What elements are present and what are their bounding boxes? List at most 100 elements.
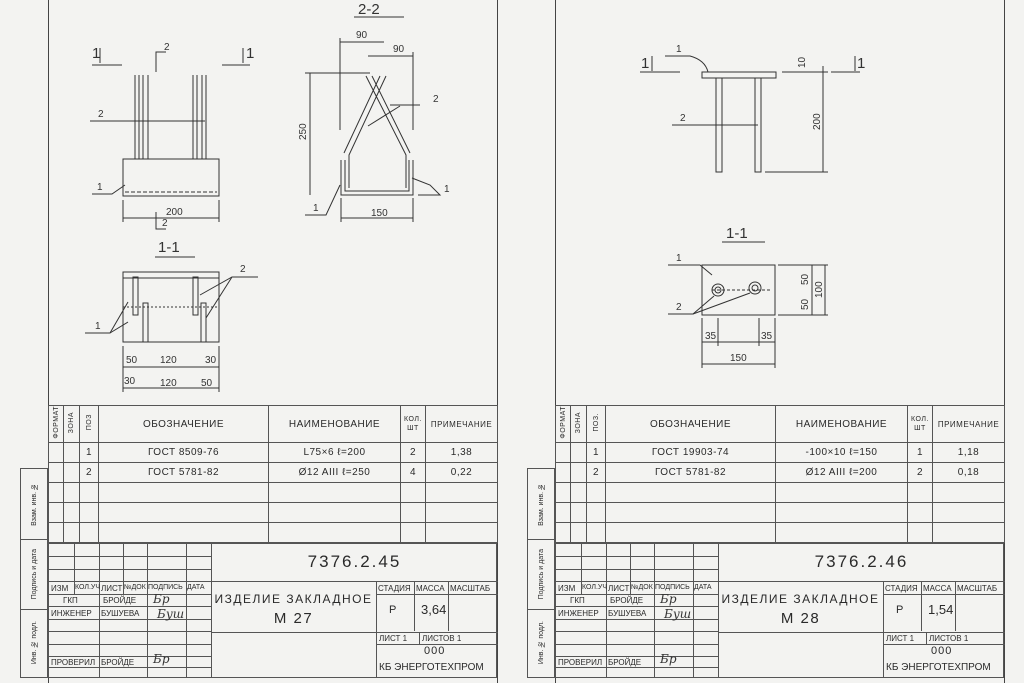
person-name: БУШУЕВА [608, 609, 647, 618]
cell [98, 482, 269, 503]
cell [907, 502, 933, 523]
title-sheet: ФОРМАТ ЗОНА ПОЗ. ОБОЗНАЧЕНИЕ НАИМЕНОВАНИ… [555, 0, 1005, 683]
table-row: 1 ГОСТ 19903-74 -100×10 ℓ=150 1 1,18 [555, 442, 1005, 463]
cell-qty: 1 [907, 442, 933, 463]
product-mark: М 27 [273, 610, 314, 627]
cell-pos: 2 [79, 462, 99, 483]
product-title: ИЗДЕЛИЕ ЗАКЛАДНОЕ [721, 592, 880, 606]
cell [63, 462, 80, 483]
cell [268, 502, 401, 523]
grid-line [606, 544, 607, 678]
pos-label: 1 [95, 321, 101, 332]
grid-line [99, 544, 100, 678]
cell [79, 482, 99, 503]
document-number: 7376.2.46 [814, 552, 909, 571]
role-label: ПРОВЕРИЛ [558, 658, 603, 667]
strip-label: Инв. № подл. [30, 621, 38, 665]
document-number: 7376.2.45 [307, 552, 402, 571]
cell [555, 442, 571, 463]
organization: КБ ЭНЕРГОТЕХПРОМ [886, 662, 991, 673]
grid-line [693, 544, 694, 678]
strip-cell: Взам. инв. № [21, 469, 47, 540]
pos-label: 2 [433, 94, 439, 105]
sheet-number: ЛИСТ 1 [379, 634, 408, 643]
cell [425, 522, 498, 543]
grid-line [49, 569, 211, 570]
dim-label: 90 [393, 44, 405, 55]
cell-name: Ø12 AIII ℓ=200 [775, 462, 908, 483]
grid-line [556, 581, 1005, 582]
cell [570, 482, 587, 503]
grid-line [49, 594, 211, 595]
cell [48, 482, 64, 503]
role-label: ГКП [63, 596, 78, 605]
grid-line [49, 606, 211, 607]
grid-line [376, 581, 377, 678]
grid-line [186, 544, 187, 678]
col-count: КОЛ.УЧ [582, 584, 608, 591]
table-row-empty [48, 482, 498, 503]
cell-designation: ГОСТ 5781-82 [605, 462, 776, 483]
pos-label: 2 [680, 113, 686, 124]
sheet-count: ЛИСТОВ 1 [422, 634, 462, 643]
stage-value: Р [896, 604, 904, 616]
dim-label: 120 [160, 355, 177, 366]
cell [932, 502, 1005, 523]
grid-line [556, 556, 718, 557]
strip-label: Взам. инв. № [30, 482, 38, 526]
cell-qty: 4 [400, 462, 426, 483]
cell [605, 522, 776, 543]
front-view-m28: 1 1 1 2 10 200 [640, 44, 865, 173]
col-qty: КОЛ. ШТ [907, 405, 933, 443]
cell-designation: ГОСТ 19903-74 [605, 442, 776, 463]
dim-label: 200 [166, 207, 183, 218]
col-format: ФОРМАТ [555, 405, 571, 443]
cell [586, 522, 606, 543]
cell-pos: 1 [586, 442, 606, 463]
mass-label: МАССА [416, 584, 445, 593]
col-note: ПРИМЕЧАНИЕ [932, 405, 1005, 443]
signature: Бр [153, 592, 170, 606]
dim-label: 35 [705, 331, 717, 342]
product-name: ИЗДЕЛИЕ ЗАКЛАДНОЕ М 27 [211, 589, 376, 629]
section-2-2-m27: 2-2 90 90 250 150 2 1 1 [298, 1, 450, 222]
cell [48, 502, 64, 523]
grid-line [49, 556, 211, 557]
pos-label: 2 [676, 302, 682, 313]
table-row-empty [555, 522, 1005, 543]
section-1-1-m27: 1-1 1 2 50 120 30 30 120 50 [85, 239, 258, 392]
cell [570, 442, 587, 463]
cell [425, 502, 498, 523]
person-name: БРОЙДЕ [610, 596, 644, 605]
col-date: ДАТА [187, 584, 205, 591]
front-view-m27: 1 1 2 2 2 1 200 [90, 42, 254, 230]
grid-line [211, 544, 212, 678]
pos-label: 1 [97, 182, 103, 193]
header-label: ПОЗ [85, 414, 93, 431]
scale-label: МАСШТАБ [450, 584, 491, 593]
strip-label: Инв. № подл. [537, 621, 545, 665]
margin-strip: Взам. инв. № Подпись и дата Инв. № подл. [527, 468, 555, 678]
cell [586, 502, 606, 523]
cell-note: 0,18 [932, 462, 1005, 483]
grid-line [556, 656, 718, 657]
grid-line [376, 594, 498, 595]
grid-line [955, 581, 956, 631]
grid-line [718, 632, 1005, 633]
table-header-row: ФОРМАТ ЗОНА ПОЗ ОБОЗНАЧЕНИЕ НАИМЕНОВАНИЕ… [48, 405, 498, 443]
cell [605, 482, 776, 503]
col-zone: ЗОНА [570, 405, 587, 443]
role-label: ГКП [570, 596, 585, 605]
col-pos: ПОЗ [79, 405, 99, 443]
col-designation: ОБОЗНАЧЕНИЕ [98, 405, 269, 443]
cell-name: -100×10 ℓ=150 [775, 442, 908, 463]
sheet-frame-left [48, 0, 498, 683]
cell [400, 502, 426, 523]
cell-note: 0,22 [425, 462, 498, 483]
dim-label: 50 [201, 378, 213, 389]
strip-cell: Инв. № подл. [21, 609, 47, 677]
title-sheet: ФОРМАТ ЗОНА ПОЗ ОБОЗНАЧЕНИЕ НАИМЕНОВАНИЕ… [48, 0, 498, 683]
sheet-frame-right [555, 0, 1005, 683]
